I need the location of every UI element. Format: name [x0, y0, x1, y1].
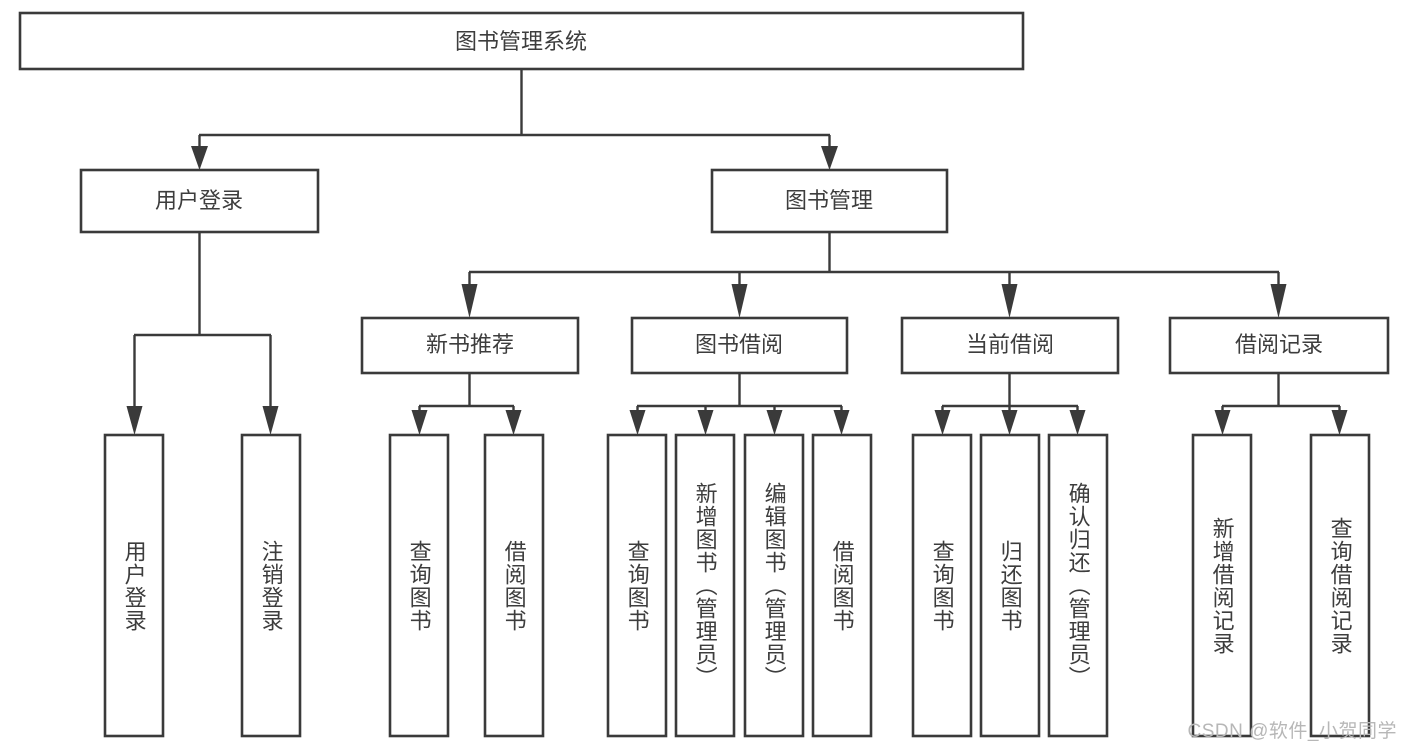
node-leaf-query-book-current-rect[interactable]	[911, 433, 973, 738]
node-borrow-record-rect[interactable]	[1168, 316, 1390, 375]
arrowhead-user-login	[191, 146, 208, 170]
node-book-manage[interactable]: 图书管理	[710, 168, 949, 234]
node-root-label: 图书管理系统	[455, 29, 587, 54]
node-leaf-borrow-book-rec-rect[interactable]	[483, 433, 545, 738]
edge-group-book-borrow	[629, 373, 850, 435]
node-root[interactable]: 图书管理系统	[18, 11, 1025, 71]
node-borrow-record[interactable]: 借阅记录	[1168, 316, 1390, 375]
node-new-book-rec-label: 新书推荐	[426, 332, 514, 357]
node-book-borrow[interactable]: 图书借阅	[630, 316, 849, 375]
csdn-watermark: CSDN @软件_小贺同学	[1187, 721, 1397, 742]
node-leaf-query-book-rec-rect[interactable]	[388, 433, 450, 738]
node-leaf-query-book-borrow-rect[interactable]	[606, 433, 668, 738]
node-current-borrow[interactable]: 当前借阅	[900, 316, 1120, 375]
arrowhead-book-borrow	[731, 284, 748, 318]
node-book-manage-rect[interactable]	[710, 168, 949, 234]
node-leaf-borrow-book-rect[interactable]	[811, 433, 873, 738]
node-leaf-edit-book-rect[interactable]	[743, 433, 805, 738]
arrowhead-leaf-add-book	[697, 410, 714, 435]
node-leaf-query-record-rect[interactable]	[1309, 433, 1371, 738]
node-leaf-logout-rect[interactable]	[240, 433, 302, 738]
edge-group-borrow-record	[1214, 373, 1348, 435]
arrowhead-leaf-query-book-current	[934, 410, 951, 435]
arrowhead-leaf-edit-book	[766, 410, 783, 435]
arrowhead-leaf-return-book	[1001, 410, 1018, 435]
leaf-rects	[103, 433, 1371, 738]
node-book-borrow-label: 图书借阅	[695, 332, 783, 357]
edge-group-root	[191, 69, 838, 170]
arrowhead-leaf-query-book-borrow	[629, 410, 646, 435]
node-leaf-confirm-return-rect[interactable]	[1047, 433, 1109, 738]
arrowhead-leaf-user-login	[126, 406, 143, 435]
arrowhead-leaf-add-record	[1214, 410, 1231, 435]
arrowhead-leaf-borrow-book	[833, 410, 850, 435]
node-user-login-label: 用户登录	[155, 188, 243, 213]
node-new-book-rec[interactable]: 新书推荐	[360, 316, 580, 375]
node-book-manage-label: 图书管理	[785, 188, 873, 213]
node-leaf-user-login-rect[interactable]	[103, 433, 165, 738]
node-leaf-return-book-rect[interactable]	[979, 433, 1041, 738]
node-user-login[interactable]: 用户登录	[79, 168, 320, 234]
node-current-borrow-rect[interactable]	[900, 316, 1120, 375]
arrowhead-borrow-record	[1270, 284, 1287, 318]
node-new-book-rec-rect[interactable]	[360, 316, 580, 375]
node-leaf-add-record-rect[interactable]	[1191, 433, 1253, 738]
arrowhead-leaf-query-book-rec	[411, 410, 428, 435]
node-user-login-rect[interactable]	[79, 168, 320, 234]
edge-group-user-login	[126, 232, 279, 435]
arrowhead-leaf-confirm-return	[1069, 410, 1086, 435]
node-root-rect[interactable]	[18, 11, 1025, 71]
node-borrow-record-label: 借阅记录	[1235, 332, 1323, 357]
arrowhead-current-borrow	[1001, 284, 1018, 318]
arrowhead-leaf-borrow-book-rec	[505, 410, 522, 435]
node-book-borrow-rect[interactable]	[630, 316, 849, 375]
edge-group-new-book-rec	[411, 373, 522, 435]
arrowhead-new-book-rec	[461, 284, 478, 318]
node-leaf-add-book-rect[interactable]	[674, 433, 736, 738]
edge-group-current-borrow	[934, 373, 1086, 435]
arrowhead-leaf-logout	[262, 406, 279, 435]
arrowhead-book-manage	[821, 146, 838, 170]
edge-group-book-manage	[461, 232, 1287, 318]
node-current-borrow-label: 当前借阅	[966, 332, 1054, 357]
arrowhead-leaf-query-record	[1331, 410, 1348, 435]
